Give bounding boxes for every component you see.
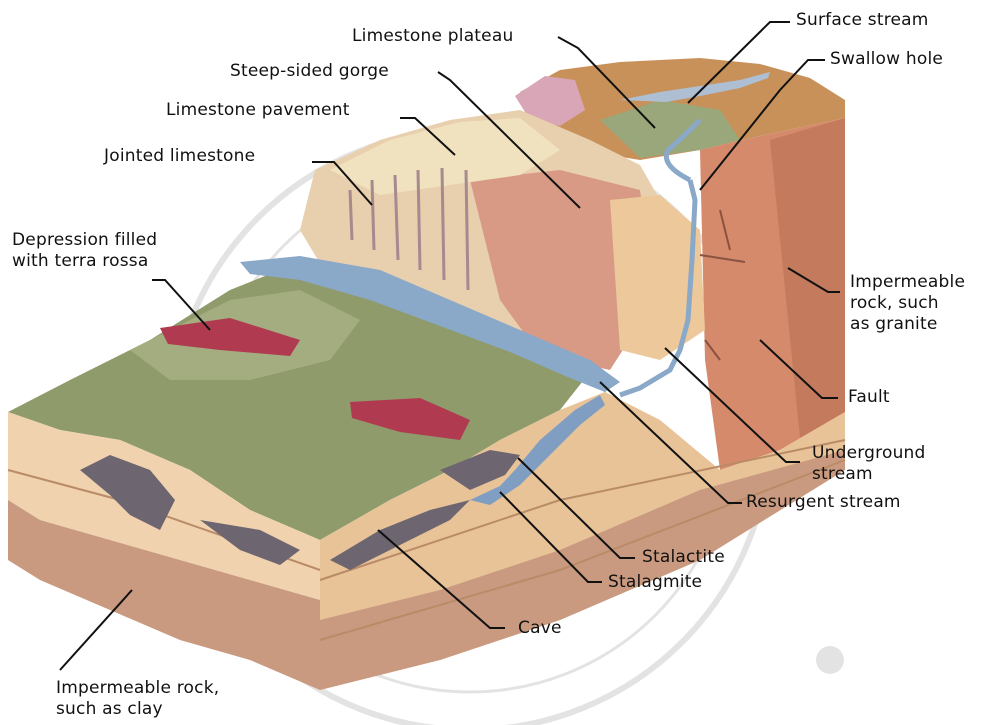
label-depression-terra-rossa: Depression filled with terra rossa [12, 230, 157, 272]
label-stalactite: Stalactite [642, 547, 725, 568]
label-resurgent-stream: Resurgent stream [746, 492, 901, 513]
label-swallow-hole: Swallow hole [830, 49, 943, 70]
label-steep-sided-gorge: Steep-sided gorge [230, 61, 389, 82]
label-fault: Fault [848, 387, 890, 408]
label-limestone-plateau: Limestone plateau [352, 26, 513, 47]
label-underground-stream: Underground stream [812, 443, 926, 485]
label-limestone-pavement: Limestone pavement [166, 100, 350, 121]
label-impermeable-rock-clay: Impermeable rock, such as clay [56, 678, 219, 720]
label-impermeable-rock-granite: Impermeable rock, such as granite [850, 272, 965, 335]
label-stalagmite: Stalagmite [608, 572, 702, 593]
label-jointed-limestone: Jointed limestone [104, 146, 255, 167]
label-surface-stream: Surface stream [796, 10, 929, 31]
label-cave: Cave [518, 618, 562, 639]
